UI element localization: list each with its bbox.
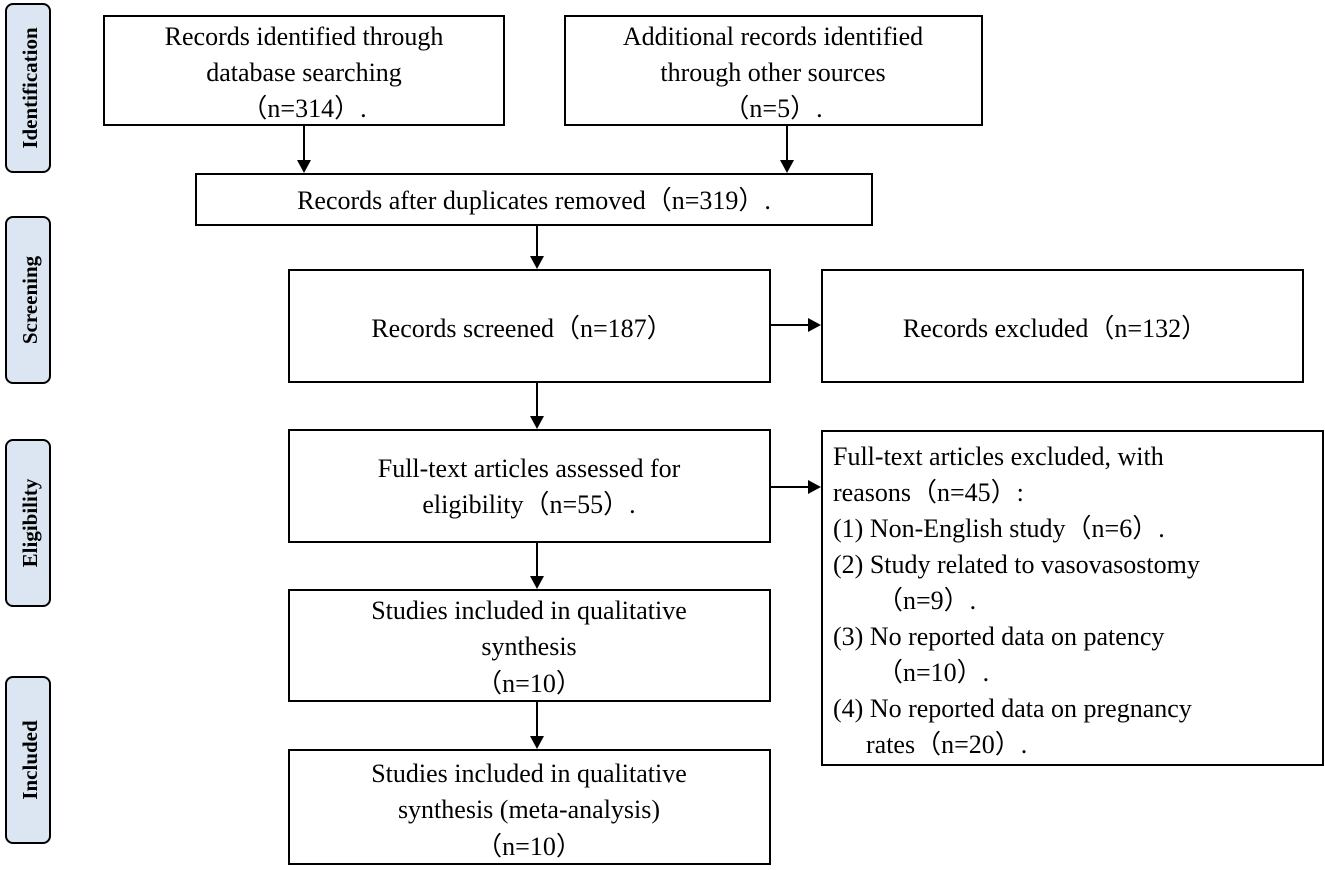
phase-included: Included — [5, 676, 51, 844]
arrow-fulltext-to-qualitative — [530, 542, 544, 589]
phase-identification-box — [5, 3, 51, 173]
phase-eligibility-box — [5, 439, 51, 607]
box-fulltext-assessed-frame — [288, 429, 771, 543]
box-other-sources-frame — [564, 15, 983, 126]
phase-screening-label: Screening — [18, 255, 42, 344]
arrow-db-to-duplicates — [297, 125, 311, 173]
box-fulltext-excluded-line-9: rates（n=20）. — [866, 730, 1027, 759]
box-fulltext-excluded: Full-text articles excluded, with reason… — [821, 430, 1324, 766]
phase-eligibility-label: Eligibility — [18, 478, 42, 567]
box-db-search-line-2: database searching — [206, 58, 402, 87]
box-other-sources-line-1: Additional records identified — [623, 22, 923, 51]
box-excluded: Records excluded（n=132） — [821, 269, 1304, 383]
arrow-qualitative-to-quantitative — [530, 701, 544, 749]
box-excluded-line-1: Records excluded（n=132） — [903, 314, 1207, 343]
box-duplicates-removed-line-1: Records after duplicates removed（n=319）. — [297, 186, 771, 215]
phase-screening-box — [5, 216, 51, 384]
box-fulltext-excluded-line-5: （n=9）. — [877, 586, 976, 615]
box-fulltext-assessed-line-2: eligibility（n=55）. — [422, 490, 635, 519]
phase-screening: Screening — [5, 216, 51, 384]
box-qualitative-line-2: synthesis — [481, 632, 576, 661]
box-fulltext-excluded-line-4: (2) Study related to vasovasostomy — [833, 550, 1200, 579]
box-qualitative-frame — [288, 589, 771, 702]
phase-eligibility: Eligibility — [5, 439, 51, 607]
box-qualitative-line-1: Studies included in qualitative — [371, 596, 687, 625]
phase-identification-label: Identification — [18, 27, 42, 149]
box-other-sources-line-3: （n=5）. — [723, 94, 822, 123]
phase-included-label: Included — [18, 720, 42, 800]
arrow-fulltext-to-excluded — [770, 480, 821, 494]
arrow-screened-to-excluded — [770, 318, 821, 332]
box-quantitative-frame — [288, 749, 771, 865]
box-db-search-line-3: （n=314）. — [241, 94, 366, 123]
box-screened-line-1: Records screened（n=187） — [371, 314, 672, 343]
box-fulltext-excluded-line-7: （n=10）. — [877, 658, 989, 687]
box-db-search-line-1: Records identified through — [165, 22, 444, 51]
box-fulltext-excluded-line-8: (4) No reported data on pregnancy — [833, 694, 1192, 723]
box-fulltext-excluded-frame — [821, 430, 1324, 766]
box-db-search: Records identified through database sear… — [103, 15, 505, 126]
phase-included-box — [5, 676, 51, 844]
box-fulltext-excluded-line-1: Full-text articles excluded, with — [833, 442, 1164, 471]
box-screened-frame — [288, 269, 771, 383]
box-fulltext-assessed: Full-text articles assessed for eligibil… — [288, 429, 771, 543]
box-duplicates-removed-frame — [195, 173, 873, 226]
box-other-sources-line-2: through other sources — [660, 58, 885, 87]
box-other-sources: Additional records identified through ot… — [564, 15, 983, 126]
arrow-other-to-duplicates — [780, 125, 794, 173]
box-fulltext-assessed-line-1: Full-text articles assessed for — [378, 454, 681, 483]
box-fulltext-excluded-line-6: (3) No reported data on patency — [833, 622, 1164, 651]
box-quantitative-line-2: synthesis (meta-analysis) — [398, 795, 660, 824]
arrow-screened-to-fulltext — [530, 382, 544, 429]
box-screened: Records screened（n=187） — [288, 269, 771, 383]
box-fulltext-excluded-line-3: (1) Non-English study（n=6）. — [833, 514, 1165, 543]
box-quantitative-line-3: （n=10） — [476, 832, 582, 861]
box-fulltext-excluded-line-2: reasons（n=45）: — [833, 478, 1024, 507]
phase-identification: Identification — [5, 3, 51, 173]
box-excluded-frame — [821, 269, 1304, 383]
box-qualitative-line-3: （n=10） — [476, 669, 582, 698]
box-db-search-frame — [103, 15, 505, 126]
box-duplicates-removed: Records after duplicates removed（n=319）. — [195, 173, 873, 226]
box-quantitative-line-1: Studies included in qualitative — [371, 759, 687, 788]
arrow-duplicates-to-screened — [530, 225, 544, 269]
box-quantitative: Studies included in qualitative synthesi… — [288, 749, 771, 865]
box-qualitative: Studies included in qualitative synthesi… — [288, 589, 771, 702]
